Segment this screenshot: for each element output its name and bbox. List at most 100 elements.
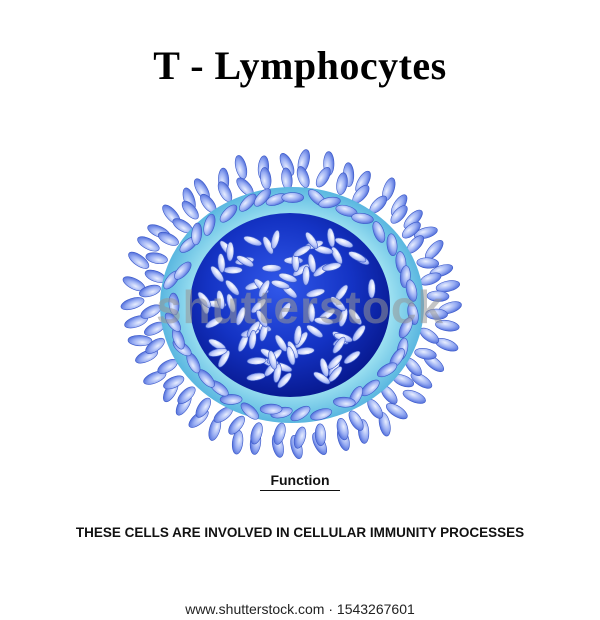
granule bbox=[293, 245, 311, 257]
granule bbox=[343, 350, 361, 364]
villus bbox=[260, 167, 272, 190]
granule bbox=[226, 241, 235, 262]
villus bbox=[376, 362, 398, 378]
villus bbox=[410, 372, 433, 389]
villus bbox=[435, 319, 460, 332]
granule bbox=[246, 320, 261, 338]
granule bbox=[334, 237, 354, 248]
villus bbox=[351, 212, 374, 224]
villus bbox=[128, 251, 150, 269]
granule bbox=[306, 324, 324, 338]
villus bbox=[234, 155, 248, 180]
villus bbox=[386, 233, 398, 257]
villus bbox=[137, 236, 160, 252]
villus bbox=[281, 192, 304, 203]
granule bbox=[205, 316, 223, 329]
granule bbox=[307, 302, 316, 323]
granule bbox=[236, 255, 254, 268]
granule bbox=[331, 246, 343, 265]
nuclear-granules bbox=[197, 227, 376, 389]
granule bbox=[332, 336, 346, 354]
granule bbox=[261, 264, 282, 273]
granule bbox=[278, 272, 298, 283]
granule bbox=[327, 354, 343, 370]
villus bbox=[318, 196, 341, 209]
villus bbox=[239, 193, 257, 212]
granule bbox=[208, 347, 228, 357]
image-credit: www.shutterstock.com · 1543267601 bbox=[185, 601, 415, 617]
villus bbox=[435, 280, 460, 293]
villus bbox=[279, 153, 295, 176]
villus bbox=[293, 426, 307, 449]
villus bbox=[163, 375, 185, 390]
section-underline bbox=[260, 490, 340, 491]
granule bbox=[246, 356, 267, 365]
granule bbox=[217, 253, 226, 273]
surface-villi-outer bbox=[120, 149, 462, 459]
villus bbox=[390, 205, 408, 224]
villus bbox=[259, 403, 283, 415]
granule bbox=[286, 346, 296, 366]
villus bbox=[416, 257, 440, 269]
villus bbox=[426, 290, 450, 302]
granule bbox=[216, 290, 225, 310]
villus bbox=[120, 297, 145, 311]
villus bbox=[228, 415, 245, 435]
villus bbox=[296, 166, 310, 188]
granule bbox=[248, 330, 257, 350]
villus bbox=[250, 422, 263, 445]
villus bbox=[336, 172, 348, 195]
villus bbox=[333, 396, 356, 408]
villus bbox=[314, 423, 326, 447]
villus bbox=[425, 308, 448, 320]
description-text: THESE CELLS ARE INVOLVED IN CELLULAR IMM… bbox=[75, 525, 525, 540]
granule bbox=[243, 235, 262, 247]
villus bbox=[203, 213, 216, 236]
granule bbox=[322, 262, 342, 272]
villus bbox=[127, 335, 153, 347]
villus bbox=[414, 348, 437, 360]
granule bbox=[223, 266, 243, 275]
villus bbox=[372, 221, 386, 243]
villus bbox=[181, 200, 199, 220]
granule bbox=[293, 325, 302, 345]
granule bbox=[258, 279, 271, 298]
granule bbox=[271, 279, 290, 290]
granule bbox=[217, 350, 231, 368]
page-title: T - Lymphocytes bbox=[153, 43, 447, 88]
section-label: Function bbox=[270, 472, 330, 488]
villus bbox=[174, 261, 192, 280]
villus bbox=[336, 417, 349, 441]
villus bbox=[405, 279, 418, 302]
villus bbox=[240, 402, 259, 420]
watermark-text: shutterstock bbox=[155, 281, 445, 333]
granule bbox=[313, 371, 331, 385]
granule bbox=[210, 265, 224, 283]
villus bbox=[177, 386, 196, 404]
villus bbox=[138, 284, 161, 298]
villus bbox=[219, 394, 243, 405]
granule bbox=[352, 324, 366, 342]
villus bbox=[348, 410, 364, 431]
villus bbox=[195, 397, 211, 418]
villus bbox=[385, 403, 408, 420]
villus bbox=[168, 292, 180, 316]
villus bbox=[157, 231, 179, 246]
granule bbox=[270, 229, 280, 250]
granule bbox=[225, 279, 240, 296]
granule bbox=[277, 372, 292, 389]
granule bbox=[268, 350, 278, 370]
granule bbox=[338, 307, 348, 327]
granule bbox=[307, 253, 317, 273]
granule bbox=[305, 288, 326, 298]
villus bbox=[164, 312, 181, 332]
villus bbox=[273, 422, 286, 445]
granule bbox=[256, 309, 268, 328]
villus bbox=[315, 167, 331, 188]
granule bbox=[302, 265, 311, 286]
granule bbox=[305, 231, 319, 249]
granule bbox=[278, 302, 291, 320]
granule bbox=[367, 278, 376, 299]
granule bbox=[348, 251, 367, 263]
